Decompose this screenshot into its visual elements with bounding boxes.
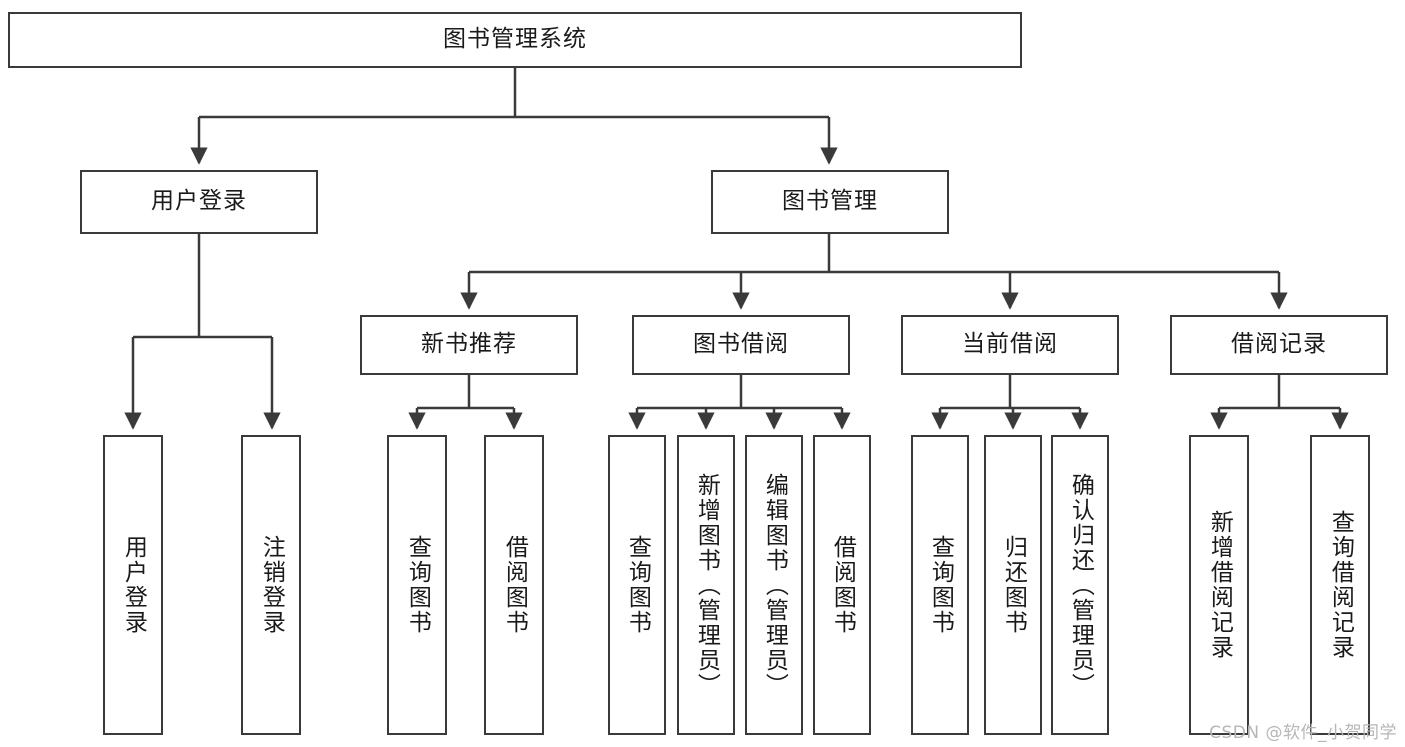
node-borrow-record-label: 借阅记录 [1231, 331, 1327, 358]
node-book-borrow[interactable]: 图书借阅 [632, 315, 850, 375]
node-leaf-query-book-2[interactable]: 查询图书 [608, 435, 666, 735]
node-new-book-recommend[interactable]: 新书推荐 [360, 315, 578, 375]
node-book-manage-label: 图书管理 [782, 188, 878, 215]
node-leaf-edit-book-label: 编辑图书（管理员） [761, 472, 788, 698]
node-leaf-edit-book[interactable]: 编辑图书（管理员） [745, 435, 803, 735]
node-book-manage[interactable]: 图书管理 [711, 170, 949, 234]
node-leaf-user-login-label: 用户登录 [120, 535, 147, 635]
node-leaf-query-book-1[interactable]: 查询图书 [387, 435, 447, 735]
node-root-label: 图书管理系统 [443, 26, 587, 53]
node-current-borrow[interactable]: 当前借阅 [901, 315, 1119, 375]
node-borrow-record[interactable]: 借阅记录 [1170, 315, 1388, 375]
node-leaf-user-login[interactable]: 用户登录 [103, 435, 163, 735]
node-leaf-query-book-1-label: 查询图书 [404, 535, 431, 635]
node-leaf-query-record-label: 查询借阅记录 [1327, 510, 1354, 660]
node-user-login-label: 用户登录 [151, 188, 247, 215]
node-leaf-borrow-book-2-label: 借阅图书 [829, 535, 856, 635]
node-leaf-query-book-3-label: 查询图书 [927, 535, 954, 635]
node-leaf-add-record[interactable]: 新增借阅记录 [1189, 435, 1249, 735]
node-leaf-confirm-return[interactable]: 确认归还（管理员） [1051, 435, 1109, 735]
node-leaf-query-book-3[interactable]: 查询图书 [911, 435, 969, 735]
node-root[interactable]: 图书管理系统 [8, 12, 1022, 68]
node-leaf-return-book[interactable]: 归还图书 [984, 435, 1042, 735]
node-leaf-logout-label: 注销登录 [258, 535, 285, 635]
node-book-borrow-label: 图书借阅 [693, 331, 789, 358]
node-user-login[interactable]: 用户登录 [80, 170, 318, 234]
node-leaf-add-record-label: 新增借阅记录 [1206, 510, 1233, 660]
watermark-text: CSDN @软件_小贺同学 [1209, 723, 1397, 743]
node-leaf-borrow-book-1-label: 借阅图书 [501, 535, 528, 635]
node-leaf-add-book-label: 新增图书（管理员） [693, 472, 720, 698]
node-leaf-borrow-book-2[interactable]: 借阅图书 [813, 435, 871, 735]
node-current-borrow-label: 当前借阅 [962, 331, 1058, 358]
node-leaf-add-book[interactable]: 新增图书（管理员） [677, 435, 735, 735]
node-leaf-return-book-label: 归还图书 [1000, 535, 1027, 635]
node-leaf-borrow-book-1[interactable]: 借阅图书 [484, 435, 544, 735]
node-leaf-confirm-return-label: 确认归还（管理员） [1067, 472, 1094, 698]
node-leaf-query-book-2-label: 查询图书 [624, 535, 651, 635]
node-new-book-recommend-label: 新书推荐 [421, 331, 517, 358]
node-leaf-logout[interactable]: 注销登录 [241, 435, 301, 735]
node-leaf-query-record[interactable]: 查询借阅记录 [1310, 435, 1370, 735]
